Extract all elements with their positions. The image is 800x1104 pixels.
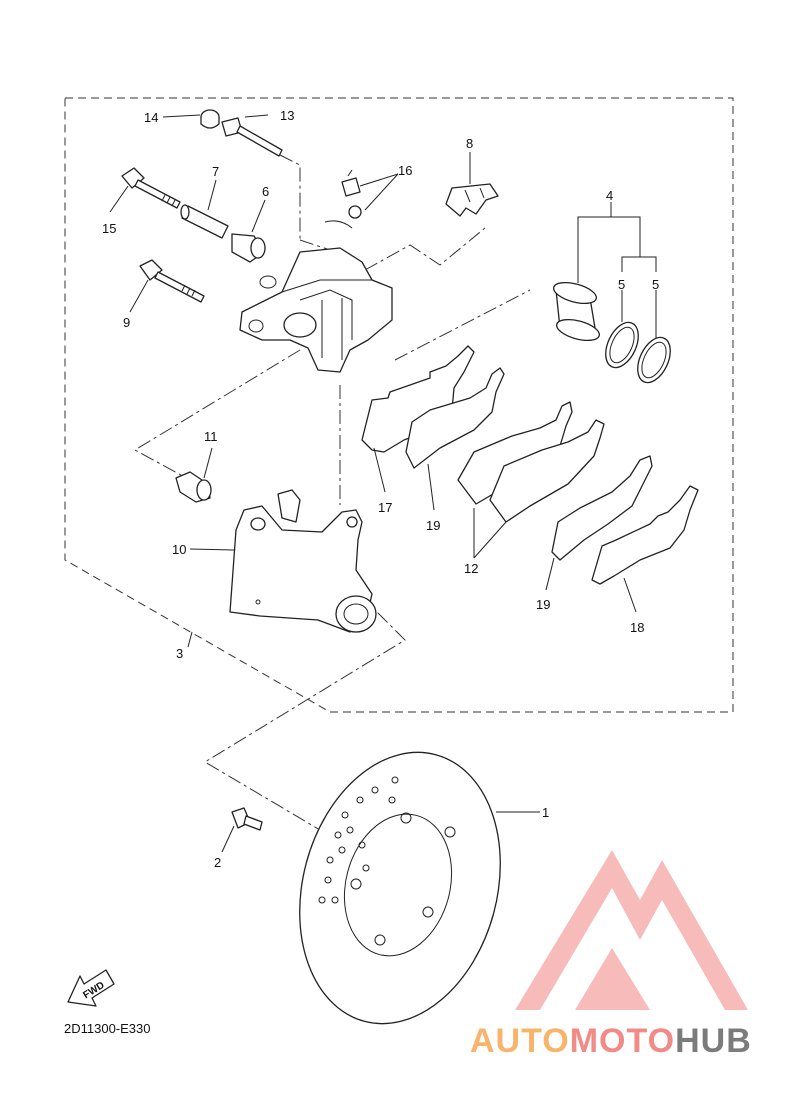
part-11-boot bbox=[175, 471, 212, 503]
part-9-bolt bbox=[139, 259, 205, 303]
callout-19a: 19 bbox=[426, 518, 440, 533]
part-2-disc-bolt bbox=[231, 807, 263, 831]
callout-19b: 19 bbox=[536, 597, 550, 612]
part-19-pad-upper bbox=[405, 367, 505, 469]
callout-15: 15 bbox=[102, 221, 116, 236]
callout-8: 8 bbox=[466, 136, 473, 151]
callout-5a: 5 bbox=[618, 277, 625, 292]
callout-6: 6 bbox=[262, 184, 269, 199]
callout-labels: 14 13 15 7 6 9 16 8 4 5 5 11 10 17 19 12… bbox=[102, 108, 659, 870]
callout-18: 18 bbox=[630, 620, 644, 635]
callout-12: 12 bbox=[464, 561, 478, 576]
part-8-spring-clip bbox=[445, 183, 499, 217]
callout-13: 13 bbox=[280, 108, 294, 123]
disc-vent-holes bbox=[318, 776, 399, 904]
part-6-boot bbox=[231, 233, 266, 263]
part-16-bleed-valve bbox=[324, 169, 362, 229]
part-12-pads bbox=[457, 401, 605, 523]
callout-3: 3 bbox=[176, 646, 183, 661]
callout-7: 7 bbox=[212, 164, 219, 179]
part-4-piston bbox=[552, 281, 601, 342]
callout-5b: 5 bbox=[652, 277, 659, 292]
callout-4: 4 bbox=[606, 188, 613, 203]
part-5-seals bbox=[605, 321, 671, 384]
assembly-lines bbox=[133, 154, 531, 831]
callout-14: 14 bbox=[144, 110, 158, 125]
part-14-cap bbox=[200, 109, 220, 129]
part-13-bleed-screw bbox=[221, 117, 283, 157]
callout-10: 10 bbox=[172, 542, 186, 557]
part-18-pad-shim bbox=[591, 485, 699, 585]
part-10-caliper-bracket bbox=[229, 489, 377, 633]
watermark-logo: AUTOMOTOHUB bbox=[470, 850, 752, 1060]
caliper-body bbox=[239, 247, 393, 373]
part-17-pad-shim bbox=[361, 345, 475, 453]
callout-11: 11 bbox=[204, 429, 218, 444]
watermark-logo-mark bbox=[515, 850, 748, 1010]
watermark-moto: MOTO bbox=[570, 1022, 675, 1060]
watermark-auto: AUTO bbox=[470, 1022, 570, 1060]
diagram-code: 2D11300-E330 bbox=[64, 1021, 151, 1036]
callout-1: 1 bbox=[542, 805, 549, 820]
part-1-brake-disc bbox=[299, 751, 501, 1025]
leader-lines bbox=[109, 114, 657, 853]
callout-2: 2 bbox=[214, 855, 221, 870]
callout-9: 9 bbox=[123, 315, 130, 330]
callout-17: 17 bbox=[378, 500, 392, 515]
assembly-boundary bbox=[64, 97, 734, 713]
part-7-pin bbox=[180, 204, 229, 239]
part-15-bolt bbox=[121, 167, 181, 209]
fwd-arrow-icon: FWD bbox=[67, 969, 115, 1007]
watermark-text: AUTOMOTOHUB bbox=[470, 1022, 752, 1060]
callout-16: 16 bbox=[398, 163, 412, 178]
part-19-pad-lower bbox=[551, 455, 653, 561]
watermark-hub: HUB bbox=[675, 1022, 752, 1060]
